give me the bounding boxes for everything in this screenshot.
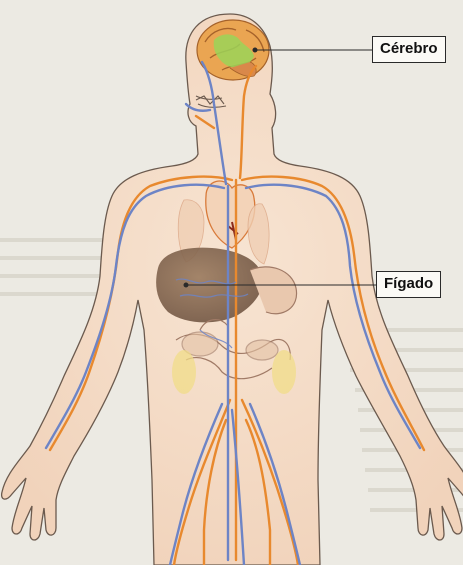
- liver-label: Fígado: [376, 271, 441, 298]
- brain-label: Cérebro: [372, 36, 446, 63]
